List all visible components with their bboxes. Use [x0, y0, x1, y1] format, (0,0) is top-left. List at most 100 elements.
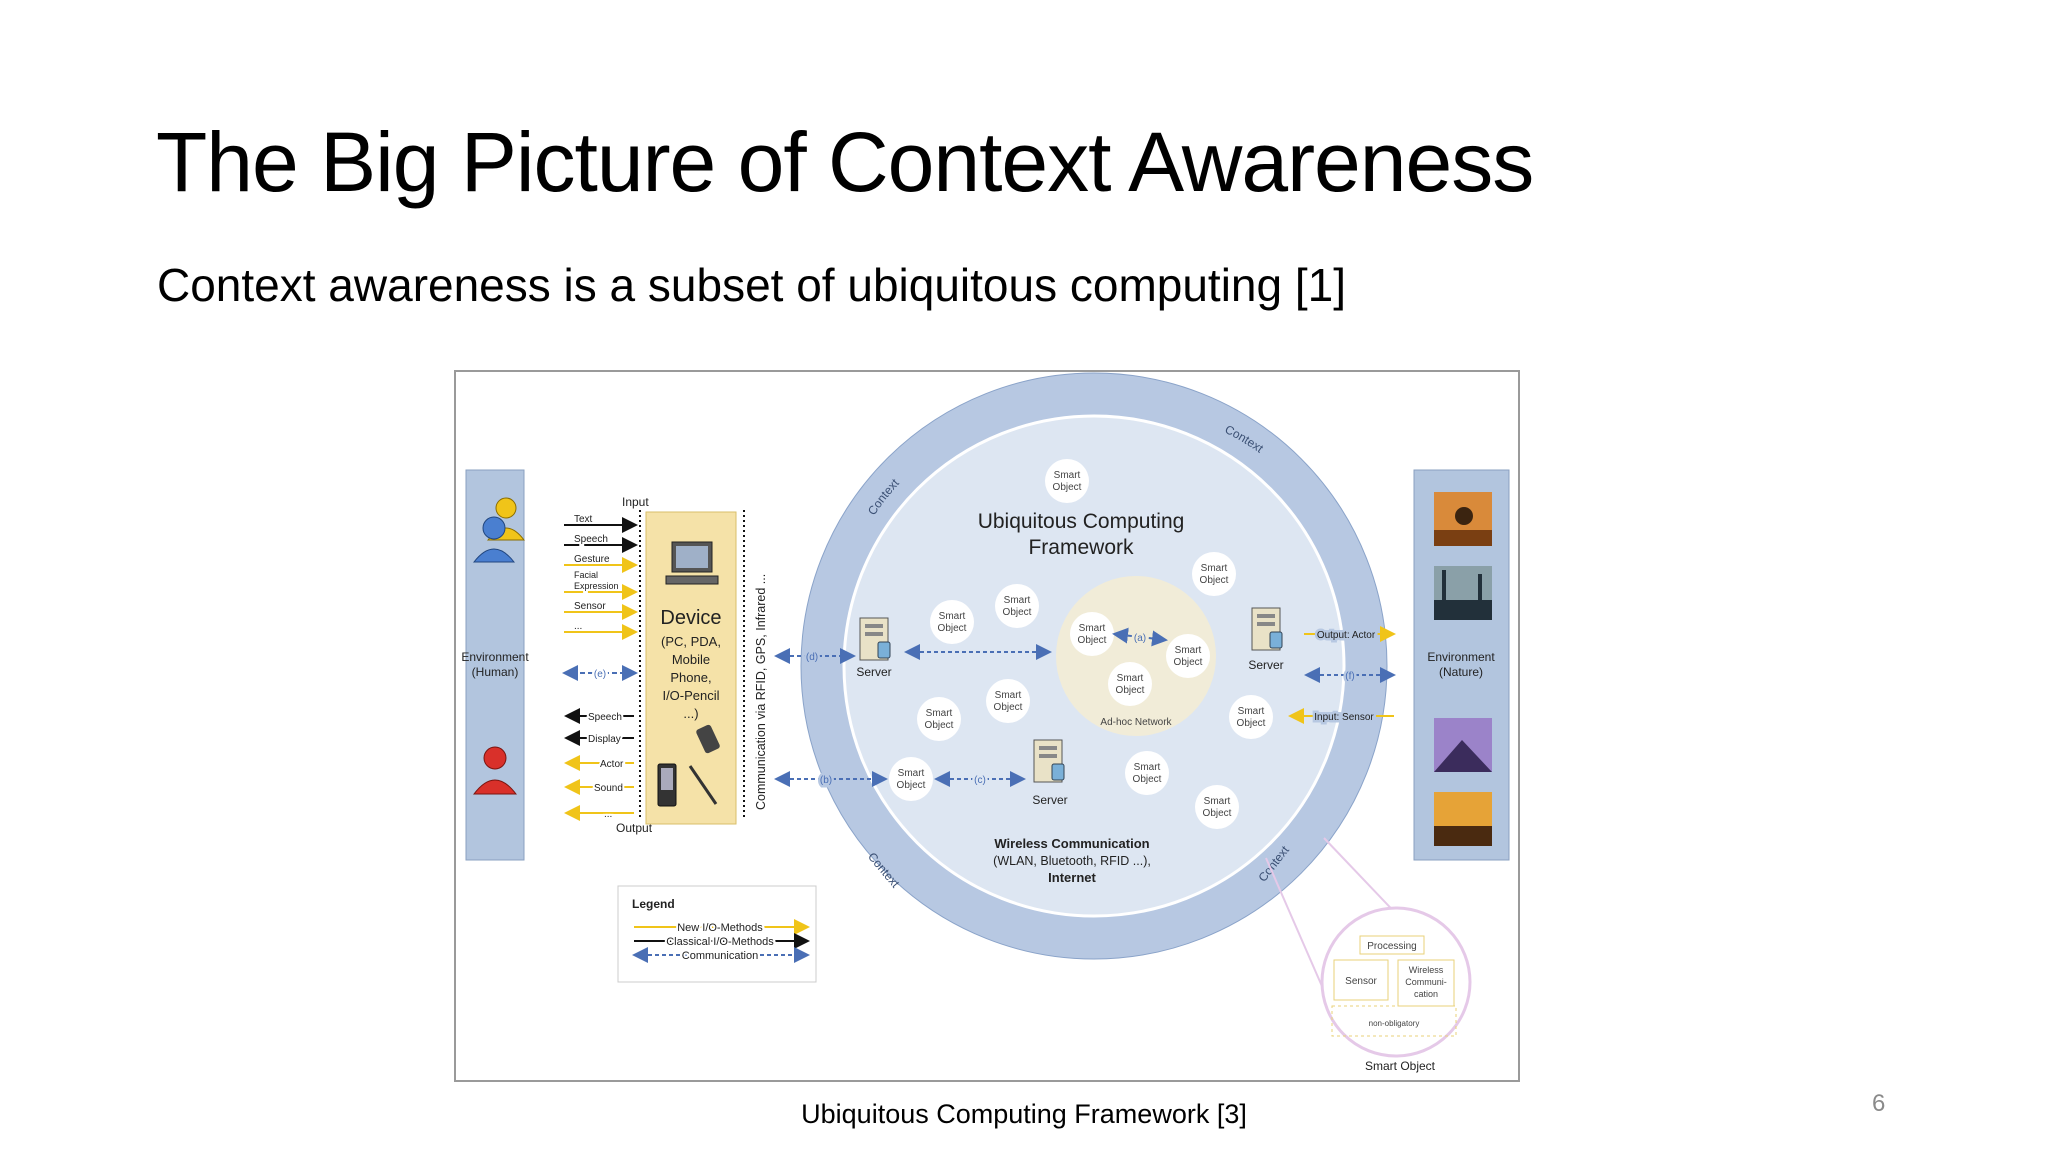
device-line-3: Phone,: [670, 670, 711, 685]
svg-text:Smart: Smart: [1054, 470, 1081, 481]
pencil-icon: [688, 765, 718, 805]
output-display: Display: [588, 734, 621, 745]
framework-title: Ubiquitous Computing: [978, 510, 1185, 533]
svg-text:Smart: Smart: [1079, 623, 1106, 634]
link-a: [1112, 627, 1168, 647]
env-human-label: Environment: [461, 650, 529, 664]
inset-dashed-box: [1331, 1005, 1457, 1037]
input-label: Input: [622, 495, 649, 509]
svg-text:Object: Object: [1003, 607, 1032, 618]
link-c-label: (c): [974, 775, 986, 786]
user-red-icon: [472, 746, 518, 795]
input-more: ...: [574, 621, 582, 632]
inset-sensor-box: [1333, 959, 1389, 1001]
user-blue-icon: [472, 516, 516, 563]
comm-vertical-label: Communication via RFID, GPS, Infrared ..…: [754, 574, 768, 810]
wireless-detail: (WLAN, Bluetooth, RFID ...),: [993, 854, 1151, 868]
svg-text:Smart: Smart: [1238, 706, 1265, 717]
server-bottom-icon: [1033, 739, 1065, 783]
page-number: 6: [1872, 1090, 1886, 1117]
pda-icon: [657, 763, 677, 807]
legend-comm-label: Communication: [682, 950, 758, 962]
input-sensor-label: Input: Sensor: [1314, 712, 1374, 723]
svg-text:Smart: Smart: [1117, 673, 1144, 684]
legend-classical-label: Classical I/O-Methods: [666, 936, 774, 948]
input-speech: Speech: [574, 534, 608, 545]
adhoc-label: Ad-hoc Network: [1100, 717, 1172, 728]
svg-text:Smart: Smart: [1175, 645, 1202, 656]
server-left-icon: [859, 617, 891, 661]
input-expression: Expression: [574, 581, 619, 591]
link-f-label: (f): [1345, 671, 1354, 682]
svg-text:Smart: Smart: [926, 708, 953, 719]
inset-wireless-label-2: Communi-: [1405, 977, 1447, 987]
env-human-label-2: (Human): [472, 665, 519, 679]
svg-text:Object: Object: [1053, 482, 1082, 493]
nature-image-sunset: [1434, 792, 1492, 846]
server-bottom-label: Server: [1032, 793, 1067, 807]
svg-text:Smart: Smart: [898, 768, 925, 779]
svg-text:Smart: Smart: [939, 611, 966, 622]
input-method-arrows: [564, 517, 638, 640]
svg-text:Smart: Smart: [1004, 595, 1031, 606]
inset-processing-box: [1359, 935, 1425, 955]
output-actor-label: Output: Actor: [1317, 630, 1376, 641]
slide-subtitle: Context awareness is a subset of ubiquit…: [157, 259, 1347, 311]
output-method-arrows: [564, 708, 634, 821]
env-nature-label: Environment: [1427, 650, 1495, 664]
nature-image-savanna: [1434, 492, 1492, 546]
legend-title: Legend: [632, 897, 675, 911]
inset-non-obligatory-label: non-obligatory: [1369, 1019, 1420, 1028]
smart-object-inset: [1320, 906, 1472, 1058]
input-facial: Facial: [574, 570, 598, 580]
server-left-label: Server: [856, 665, 891, 679]
link-b-label: (b): [820, 775, 832, 786]
inset-connector-bottom: [1265, 857, 1329, 1001]
device-line-2: Mobile: [672, 652, 710, 667]
device-title: Device: [660, 607, 721, 629]
output-actor: Actor: [600, 759, 624, 770]
slide-title: The Big Picture of Context Awareness: [156, 115, 1534, 209]
env-nature-label-2: (Nature): [1439, 665, 1483, 679]
server-right-label: Server: [1248, 658, 1283, 672]
input-text: Text: [574, 514, 593, 525]
device-line-5: ...): [683, 706, 698, 721]
output-more: ...: [604, 809, 612, 820]
input-sensor: Sensor: [574, 601, 606, 612]
output-sound: Sound: [594, 783, 623, 794]
inset-processing-label: Processing: [1367, 941, 1416, 952]
svg-text:Object: Object: [897, 780, 926, 791]
legend-box: [617, 885, 817, 983]
wireless-internet: Internet: [1048, 870, 1096, 885]
device-line-1: (PC, PDA,: [661, 634, 721, 649]
svg-text:Smart: Smart: [995, 690, 1022, 701]
svg-text:Smart: Smart: [1204, 796, 1231, 807]
svg-text:Object: Object: [1116, 685, 1145, 696]
svg-text:Object: Object: [994, 702, 1023, 713]
server-right-icon: [1251, 607, 1283, 651]
computer-icon: [665, 541, 719, 585]
svg-text:Object: Object: [1200, 575, 1229, 586]
link-e-label: (e): [594, 669, 606, 680]
svg-text:Smart: Smart: [1201, 563, 1228, 574]
ubiquitous-computing-diagram: Environment (Human) Input Text Speech Ge…: [454, 370, 1520, 1082]
inset-wireless-label: Wireless: [1409, 965, 1444, 975]
framework-title-2: Framework: [1028, 536, 1134, 559]
output-label: Output: [616, 821, 653, 835]
device-line-4: I/O-Pencil: [662, 688, 719, 703]
svg-text:Object: Object: [938, 623, 967, 634]
svg-text:Object: Object: [1078, 635, 1107, 646]
